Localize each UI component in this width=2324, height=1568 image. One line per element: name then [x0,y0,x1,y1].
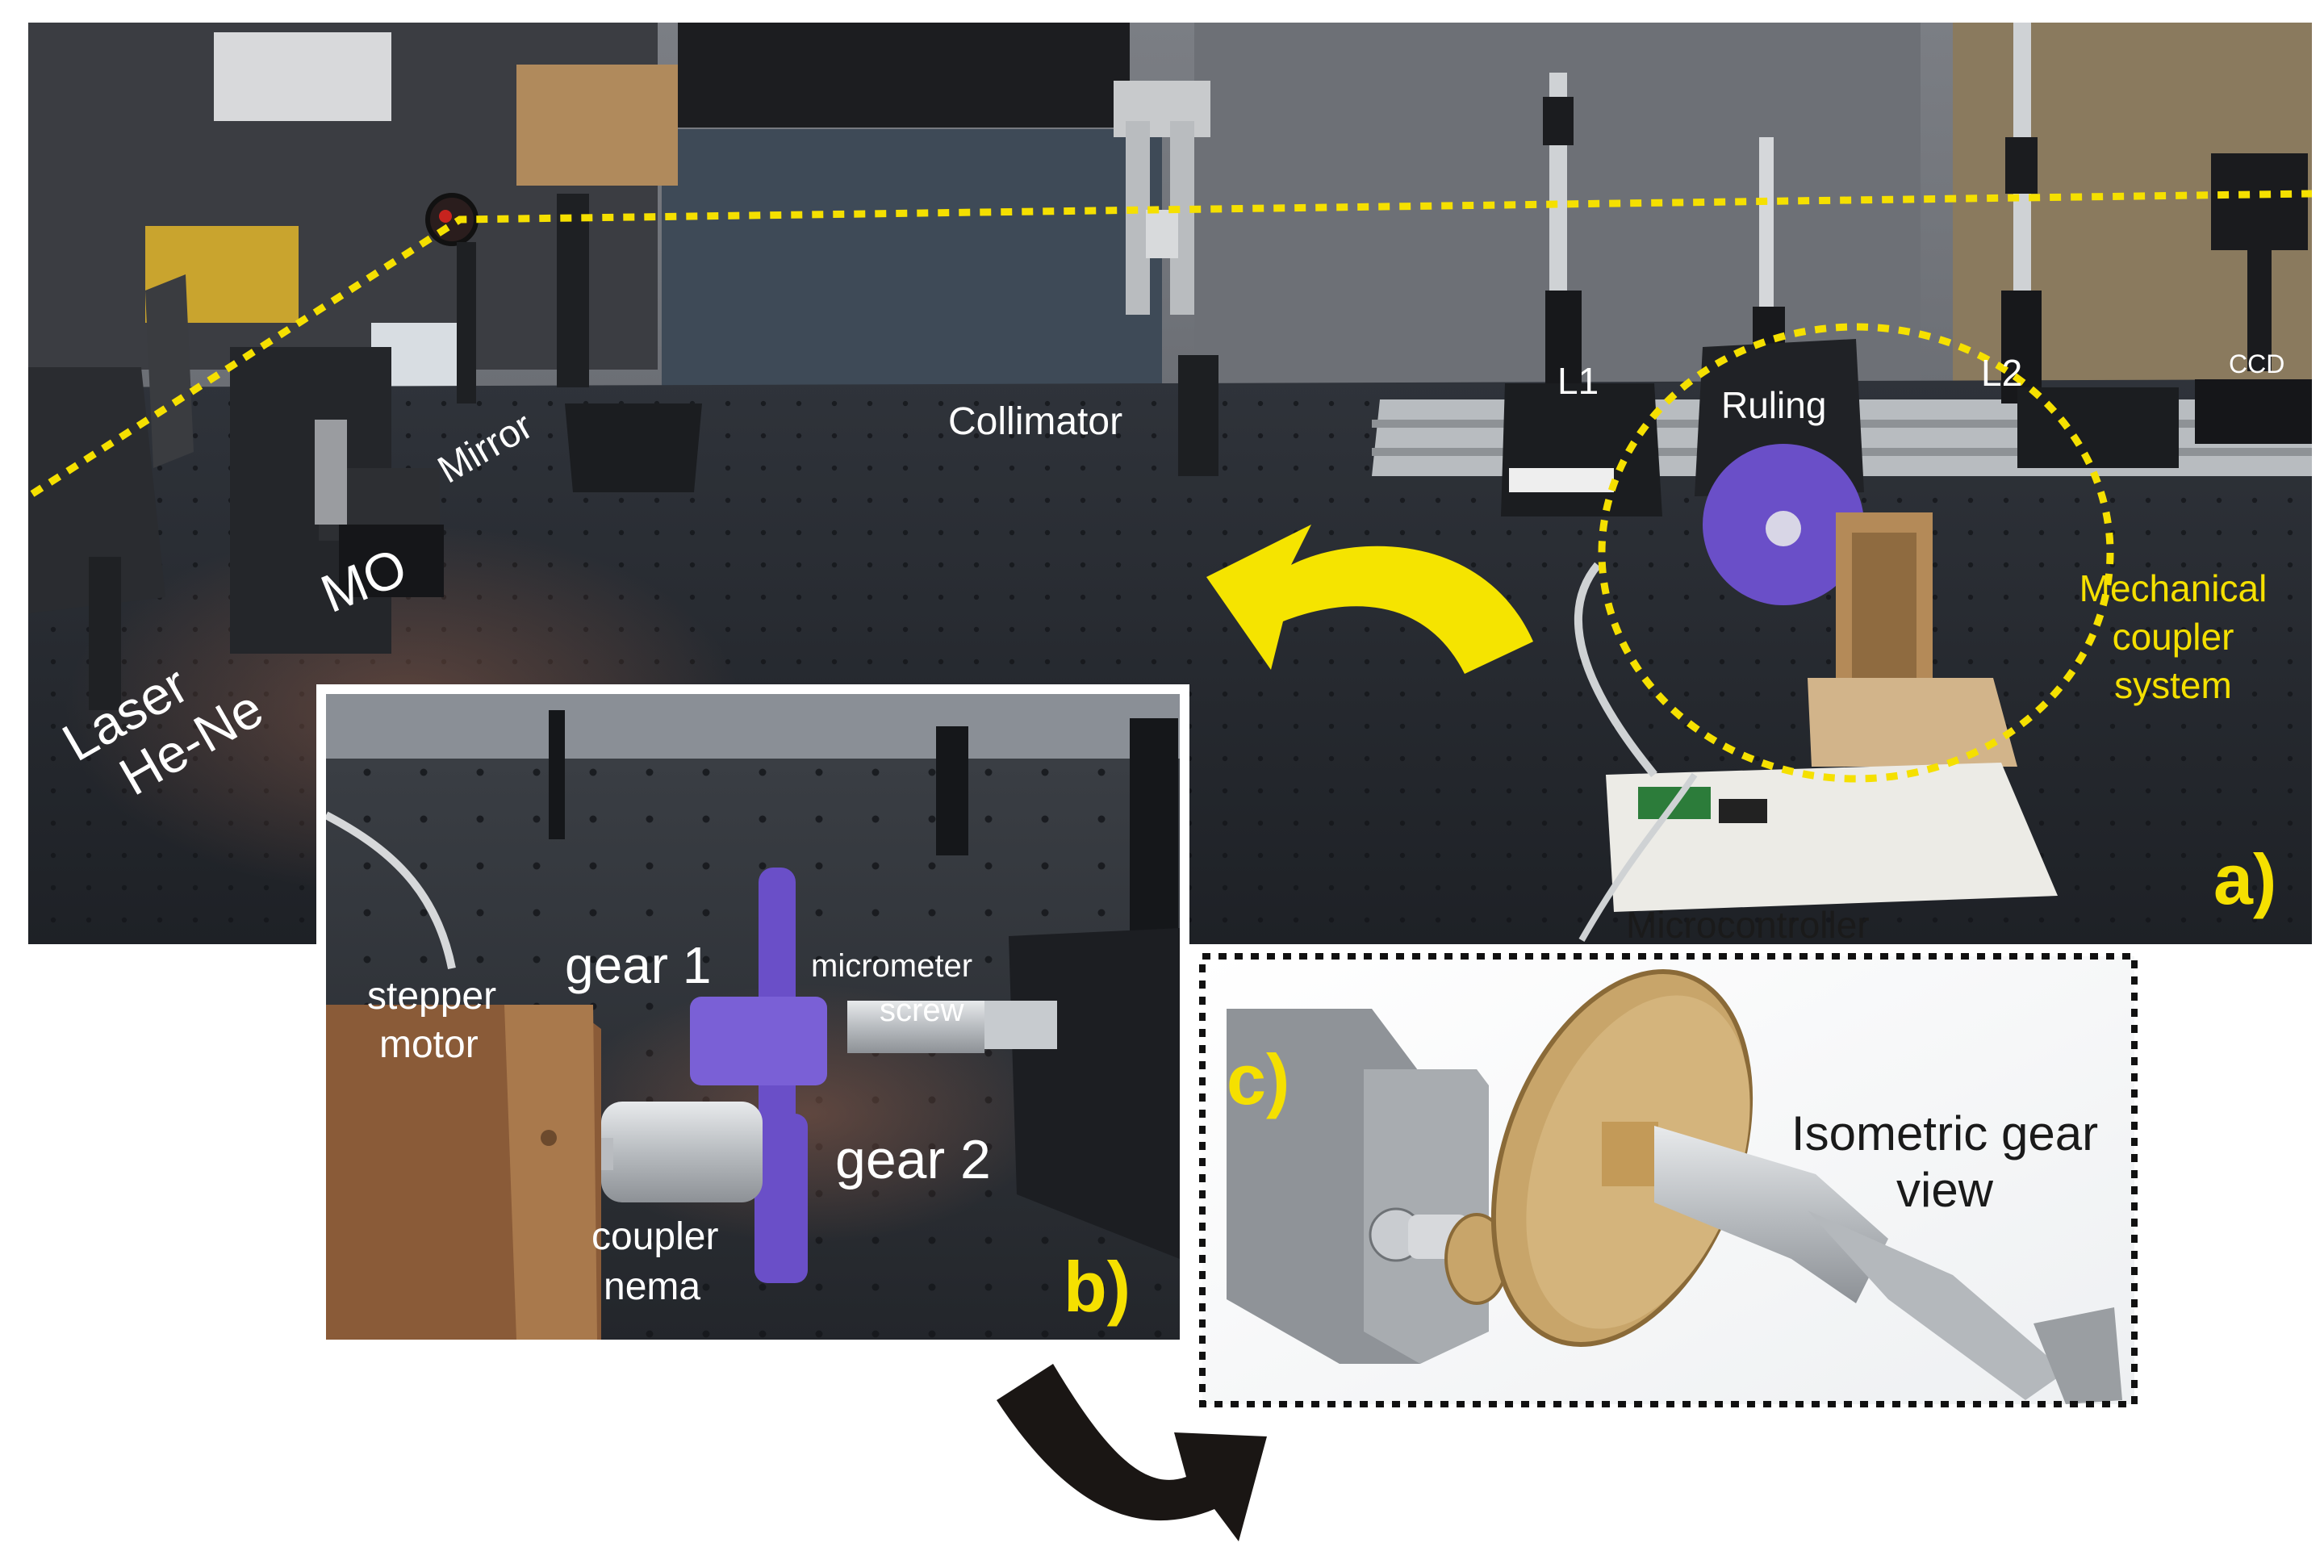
panel-c-cad: c) Isometric gear view [1199,953,2138,1407]
svg-text:Mechanical: Mechanical [2079,567,2268,609]
laser-he-ne [28,274,194,710]
gear2-label: gear 2 [835,1129,991,1190]
svg-text:coupler: coupler [591,1215,718,1258]
coupler-nema-label: coupler nema [591,1215,718,1308]
panel-c-border [1199,953,2138,1407]
collimator-label: Collimator [948,400,1122,443]
panel-c-label: c) [1227,1039,1289,1119]
panel-a-photo: Laser He-Ne MO Mirror Collimator L1 Ruli… [28,23,2313,946]
svg-text:Isometric gear: Isometric gear [1791,1106,2098,1160]
yellow-curved-arrow [1206,525,1533,674]
stepper-motor-label: stepper motor [367,975,496,1066]
panel-a-label: a) [2213,839,2276,919]
svg-text:stepper: stepper [367,975,496,1018]
svg-text:system: system [2114,664,2232,706]
isometric-view-title: Isometric gear view [1791,1106,2098,1217]
panel-b-photo: stepper motor gear 1 micrometer screw ge… [316,684,1189,1349]
svg-text:micrometer: micrometer [811,948,972,984]
panel-b-label: b) [1064,1247,1131,1327]
collimator-mount [1114,81,1218,476]
l2-label: L2 [1981,352,2022,394]
svg-text:coupler: coupler [2113,616,2234,658]
ccd-camera [2195,153,2312,444]
microcontroller-board [1574,562,2058,942]
mechanical-coupler-photo [1703,444,2017,767]
svg-text:motor: motor [379,1023,479,1066]
mirror-mount [425,193,702,492]
beam-path [30,190,2313,497]
svg-text:nema: nema [604,1265,700,1308]
svg-text:view: view [1896,1163,1994,1217]
coupler-highlight-circle [1598,323,2114,783]
ruling-label: Ruling [1721,384,1826,426]
mo-mount [230,347,444,654]
microcontroller-label: Microcontroller [1626,904,1870,946]
ccd-label: CCD [2229,349,2284,378]
micrometer-screw-label: micrometer screw [811,948,972,1028]
mechanical-coupler-label: Mechanical coupler system [2079,567,2268,706]
l1-label: L1 [1557,360,1599,402]
svg-text:screw: screw [880,993,964,1028]
gear1-label: gear 1 [565,936,711,994]
l1-lens-mount [1501,73,1662,516]
black-curved-arrow [997,1364,1267,1541]
